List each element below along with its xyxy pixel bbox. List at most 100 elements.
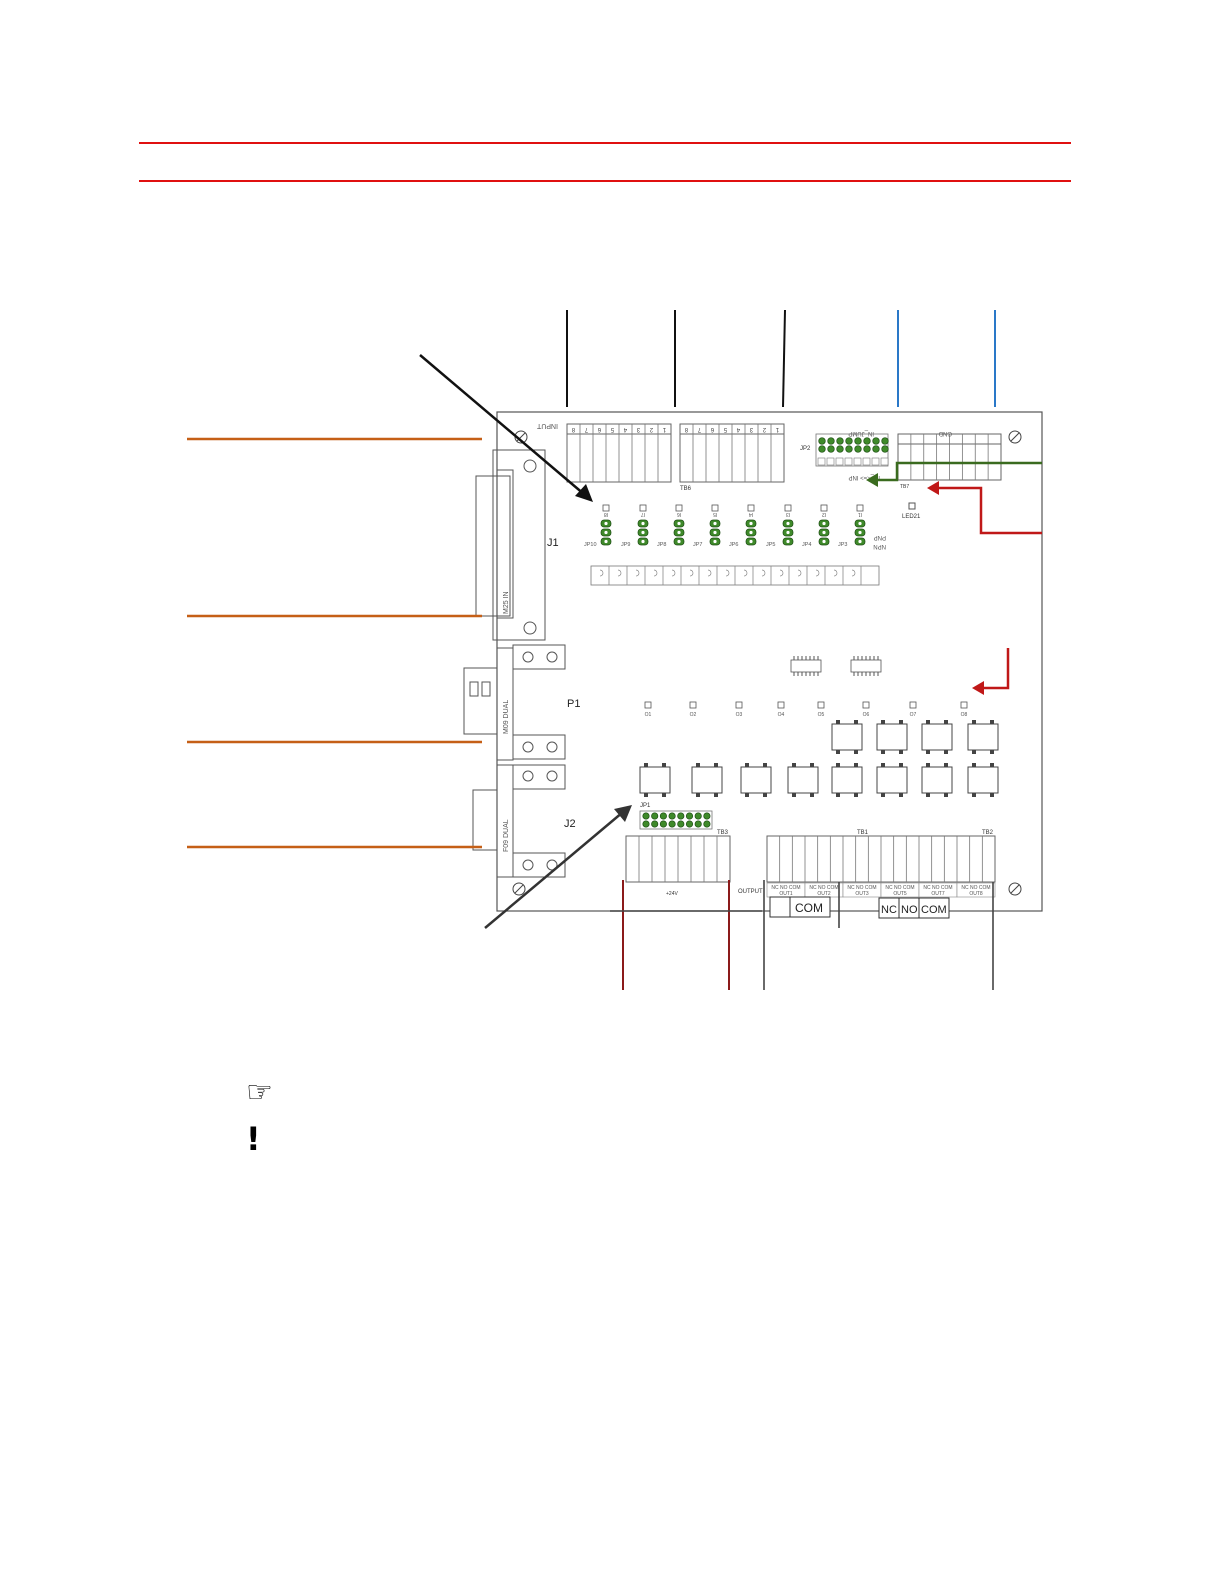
jumper-pin-hole bbox=[749, 530, 753, 535]
jumper-pin-hole bbox=[786, 521, 790, 526]
jp1-pin bbox=[685, 820, 694, 828]
jp2-label: JP2 bbox=[800, 446, 811, 452]
relay-pin bbox=[745, 763, 749, 767]
output-group-cell bbox=[956, 882, 996, 898]
terminal-pin-number: 8 bbox=[571, 426, 575, 432]
jumper-pin-hole bbox=[822, 521, 826, 526]
jumper-pin-hole bbox=[786, 539, 790, 544]
output-led bbox=[817, 701, 825, 709]
input-led-label: I7 bbox=[641, 511, 645, 517]
j1-body-label: M25 IN bbox=[503, 591, 510, 614]
bottom-grey-leaders bbox=[610, 880, 994, 990]
jumper-id-label: JP10 bbox=[584, 542, 597, 548]
output-group-name: OUT3 bbox=[855, 891, 869, 897]
input-led bbox=[711, 504, 719, 512]
jp2-pin-pad bbox=[844, 457, 853, 466]
jp2-pin bbox=[881, 445, 889, 453]
j2-label: J2 bbox=[564, 818, 576, 830]
jumper-pin-hole bbox=[604, 539, 608, 544]
strip-notch bbox=[815, 569, 820, 577]
relay-pin bbox=[881, 750, 885, 754]
output-led bbox=[777, 701, 785, 709]
output-group-head: NC NO COM bbox=[923, 885, 952, 891]
jumper-pin-hole bbox=[677, 530, 681, 535]
jp2-pin-pad bbox=[835, 457, 844, 466]
jp2-pin bbox=[854, 437, 862, 445]
relay bbox=[876, 723, 908, 751]
terminal-pin-number: 8 bbox=[684, 426, 688, 432]
output-label: OUTPUT bbox=[738, 889, 763, 895]
relay-pin bbox=[926, 793, 930, 797]
jumper-pin-hole bbox=[822, 530, 826, 535]
p1-connector bbox=[463, 644, 566, 761]
output-group-head: NC NO COM bbox=[961, 885, 990, 891]
output-led-label: O3 bbox=[736, 712, 743, 718]
led21-label: LED21 bbox=[902, 514, 921, 520]
jp1-pin bbox=[651, 812, 659, 820]
jumper-id-label: JP5 bbox=[766, 542, 775, 548]
strip-notch bbox=[851, 569, 856, 577]
output-led-label: O2 bbox=[690, 712, 697, 718]
tb3-label: TB3 bbox=[717, 830, 729, 836]
jumper-id-label: JP6 bbox=[729, 542, 738, 548]
output-led bbox=[862, 701, 870, 709]
jp1-pin bbox=[642, 812, 650, 820]
relay-pin bbox=[662, 793, 666, 797]
input-led-label: I8 bbox=[604, 511, 608, 517]
terminal-pin-number: 5 bbox=[723, 426, 727, 432]
input-led-label: I3 bbox=[786, 511, 790, 517]
output-group-head: NC NO COM bbox=[847, 885, 876, 891]
relay bbox=[921, 723, 953, 751]
relay-pin bbox=[881, 793, 885, 797]
jumper-id-label: JP7 bbox=[693, 542, 702, 548]
jumper-id-label: JP9 bbox=[621, 542, 630, 548]
relay-pin bbox=[944, 793, 948, 797]
input-led bbox=[639, 504, 647, 512]
jumper-pin-hole bbox=[641, 521, 645, 526]
output-group-head: NC NO COM bbox=[809, 885, 838, 891]
pnp-label: PNP bbox=[874, 534, 886, 540]
strip-notch bbox=[671, 569, 676, 577]
relay-pin bbox=[696, 793, 700, 797]
strip-notch bbox=[725, 569, 730, 577]
left-orange-leaders bbox=[187, 437, 482, 849]
relay-pin bbox=[881, 763, 885, 767]
input-led-label: I2 bbox=[822, 511, 826, 517]
jp1-label: JP1 bbox=[640, 803, 651, 809]
terminal-pin-number: 6 bbox=[597, 426, 601, 432]
relay-pin bbox=[854, 763, 858, 767]
relay-pin bbox=[763, 793, 767, 797]
relay-pin bbox=[836, 763, 840, 767]
callout-nc-text: NC bbox=[881, 904, 897, 916]
jumper-id-label: JP8 bbox=[657, 542, 666, 548]
jumper-pin-hole bbox=[713, 530, 717, 535]
relay-pin bbox=[836, 793, 840, 797]
logic-ics bbox=[790, 659, 882, 673]
bottom-red-leaders bbox=[622, 880, 730, 990]
relay-pin bbox=[836, 750, 840, 754]
p1-label: P1 bbox=[567, 698, 580, 710]
jp1-pin bbox=[668, 812, 676, 820]
strip-notch bbox=[635, 569, 640, 577]
relay bbox=[691, 766, 723, 794]
jp2-pin-pad bbox=[853, 457, 862, 466]
terminal-pin-number: 7 bbox=[584, 426, 588, 432]
input-led bbox=[856, 504, 864, 512]
relay-pin bbox=[792, 793, 796, 797]
jp2-pin-pad bbox=[871, 457, 880, 466]
terminal-pin-number: 1 bbox=[662, 426, 666, 432]
relay-pin bbox=[944, 763, 948, 767]
terminal-pin-number: 2 bbox=[649, 426, 653, 432]
relay-pin bbox=[854, 750, 858, 754]
p1-body-label: M09 DUAL bbox=[503, 700, 510, 734]
callout-com-text: COM bbox=[795, 901, 823, 915]
relay-pin bbox=[644, 793, 648, 797]
input-led bbox=[675, 504, 683, 512]
relay-pin bbox=[990, 793, 994, 797]
relay bbox=[831, 723, 863, 751]
output-group-name: OUT1 bbox=[779, 891, 793, 897]
input-led-label: I4 bbox=[749, 511, 753, 517]
